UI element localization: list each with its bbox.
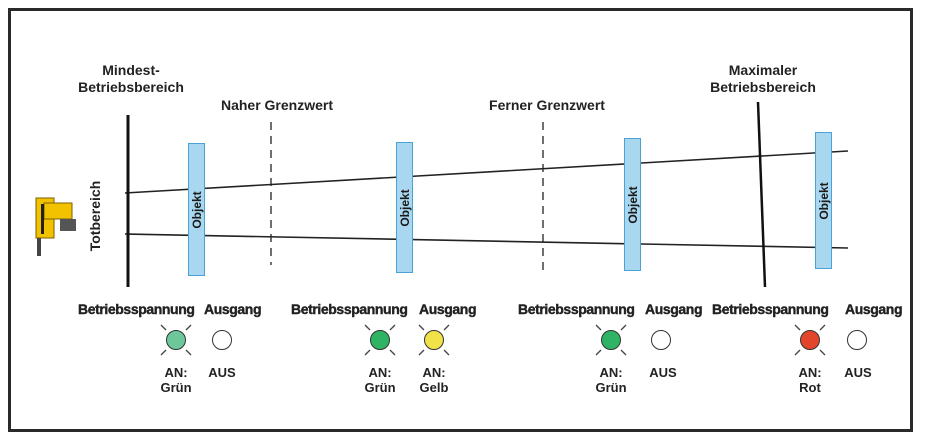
object-label: Objekt (189, 190, 204, 229)
object-1: Objekt (188, 143, 205, 276)
object-4: Objekt (815, 132, 832, 269)
power-led-3 (601, 330, 621, 350)
near-limit-label: Naher Grenzwert (220, 97, 334, 113)
output-state-1: AUS (208, 365, 236, 380)
output-label-1: Ausgang (204, 301, 262, 317)
output-led-1 (212, 330, 232, 350)
output-label-2: Ausgang (419, 301, 477, 317)
power-state-1: AN: Grün (160, 365, 192, 395)
output-state-4: AUS (844, 365, 872, 380)
object-3: Objekt (624, 138, 641, 271)
power-state-2: AN: Grün (364, 365, 396, 395)
object-2: Objekt (396, 142, 413, 273)
power-state-4: AN: Rot (798, 365, 822, 395)
max-range-label: Maximaler Betriebsbereich (710, 62, 816, 95)
object-label: Objekt (397, 188, 412, 227)
object-label: Objekt (816, 181, 831, 220)
power-label-4: Betriebsspannung (712, 301, 829, 317)
output-led-2 (424, 330, 444, 350)
object-label: Objekt (625, 185, 640, 224)
min-range-label: Mindest- Betriebsbereich (78, 62, 184, 95)
dead-zone-label: Totbereich (87, 180, 103, 252)
output-label-4: Ausgang (845, 301, 903, 317)
power-led-2 (370, 330, 390, 350)
power-led-4 (800, 330, 820, 350)
sensor-icon (35, 197, 76, 256)
diagram-frame (8, 8, 913, 432)
output-label-3: Ausgang (645, 301, 703, 317)
power-state-3: AN: Grün (595, 365, 627, 395)
beam-upper-line (124, 150, 849, 194)
output-led-3 (651, 330, 671, 350)
beam-lower-line (124, 233, 849, 249)
output-led-4 (847, 330, 867, 350)
power-label-3: Betriebsspannung (518, 301, 635, 317)
far-limit-label: Ferner Grenzwert (489, 97, 605, 113)
power-label-1: Betriebsspannung (78, 301, 195, 317)
led-rays (160, 324, 826, 356)
output-state-2: AN: Gelb (419, 365, 449, 395)
max-range-line (756, 101, 767, 288)
power-label-2: Betriebsspannung (291, 301, 408, 317)
power-led-1 (166, 330, 186, 350)
output-state-3: AUS (649, 365, 677, 380)
